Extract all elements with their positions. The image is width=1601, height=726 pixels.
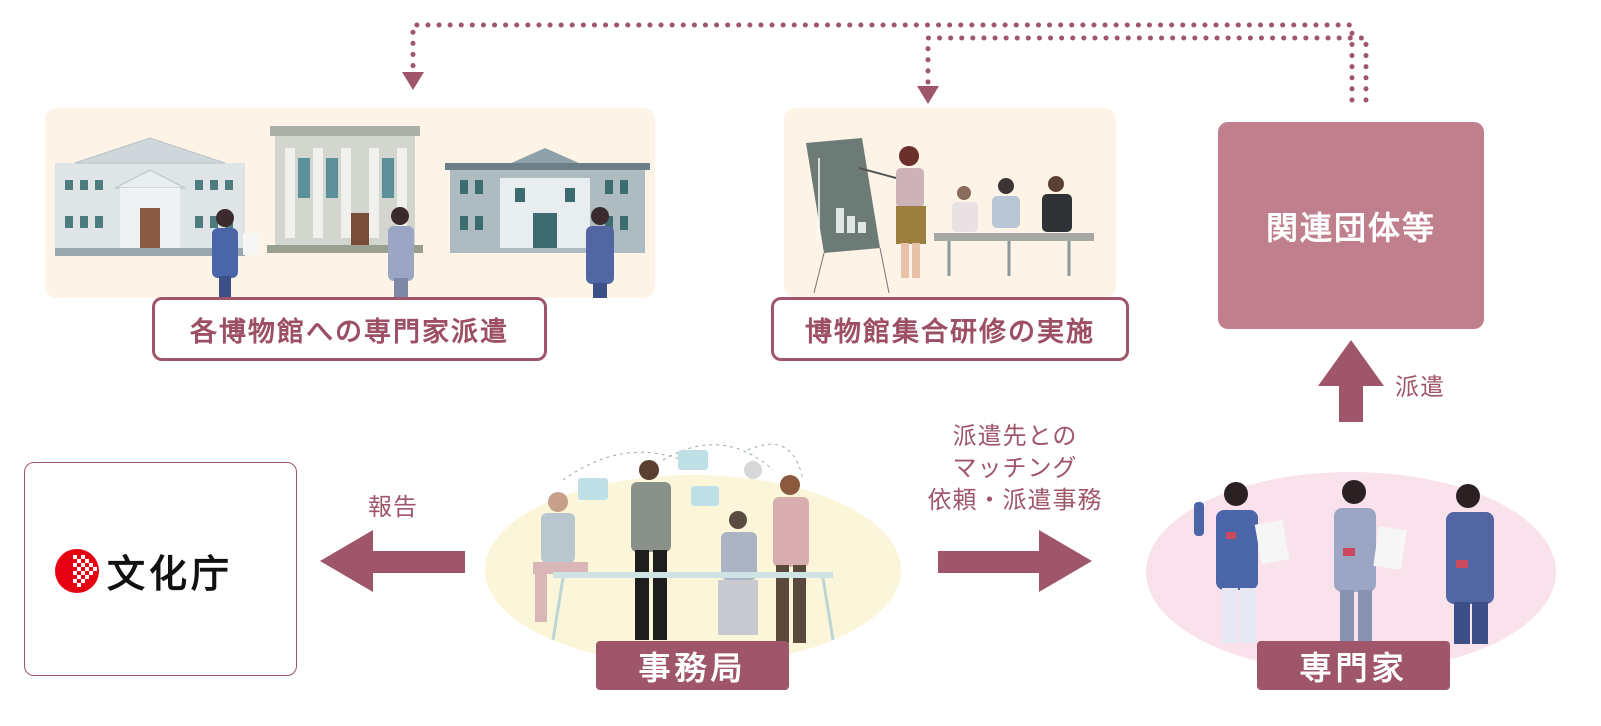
team-meeting-icon [485,443,901,665]
museum-training-label: 博物館集合研修の実施 [771,297,1129,361]
matching-line-3: 依頼・派遣事務 [927,486,1103,514]
related-organizations-box: 関連団体等 [1218,122,1484,329]
dispatch-label: 派遣 [1395,373,1445,401]
arrow-right-matching [938,530,1092,592]
museum-dispatch-label: 各博物館への専門家派遣 [152,297,547,361]
arrow-left-report [320,530,465,592]
staff-figure-3 [586,207,614,298]
agency-logo-icon [55,548,99,593]
experts-label: 専門家 [1257,641,1450,690]
presentation-meeting-icon [806,138,1094,294]
dotted-line-to-training [925,35,1369,103]
agency-box: 文化庁 [24,462,297,676]
staff-figure-1 [212,209,259,298]
matching-line-2: マッチング [952,454,1078,482]
agency-name: 文化庁 [107,551,234,596]
dotted-line-to-dispatch [410,22,1355,103]
dotted-arrowhead-training [917,86,939,104]
staff-figure-2 [388,207,414,298]
museum-illustration-panel [45,108,655,298]
secretariat-illustration [483,440,903,670]
matching-line-1: 派遣先との [952,422,1078,450]
report-label: 報告 [368,493,418,521]
arrow-up-dispatch [1318,340,1384,422]
agency-logo: 文化庁 [53,543,233,598]
matching-label: 派遣先との マッチング 依頼・派遣事務 [905,420,1125,516]
museum-building-icon [55,126,650,298]
dotted-arrowhead-dispatch [402,72,424,90]
training-illustration-panel [784,108,1116,298]
secretariat-label: 事務局 [596,641,789,690]
experts-group-icon [1146,472,1556,672]
experts-illustration [1146,452,1556,674]
